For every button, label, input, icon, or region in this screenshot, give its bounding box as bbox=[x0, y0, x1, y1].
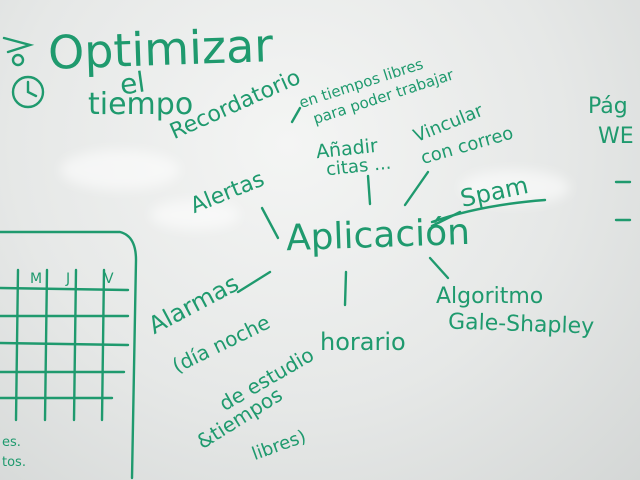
center-node-aplicacion: Aplicación bbox=[285, 211, 471, 260]
connector-line bbox=[428, 256, 450, 280]
spam-underline bbox=[430, 198, 547, 224]
connector-line bbox=[236, 270, 272, 294]
branch-algoritmo: Algoritmo bbox=[436, 284, 544, 309]
title-optimizar: Optimizar bbox=[47, 18, 274, 80]
connector-line bbox=[366, 174, 372, 206]
branch-horario: horario bbox=[320, 328, 406, 356]
connector-line bbox=[290, 106, 302, 124]
fragment-left-1: es. bbox=[2, 435, 21, 450]
fragment-right-2: WE bbox=[598, 124, 634, 149]
connector-line bbox=[343, 270, 348, 307]
branch-gale-shapley: Gale-Shapley bbox=[447, 309, 595, 340]
fragment-left-2: tos. bbox=[2, 455, 26, 470]
clock-icon bbox=[11, 75, 45, 109]
calendar-grid bbox=[0, 230, 138, 480]
fragment-right-1: Pág bbox=[588, 94, 628, 119]
calendar-day-j: J bbox=[66, 271, 71, 287]
connector-line bbox=[260, 206, 280, 240]
calendar-day-v: V bbox=[104, 271, 114, 287]
light-glare bbox=[150, 200, 240, 230]
light-glare bbox=[60, 150, 180, 190]
light-glare bbox=[460, 170, 570, 205]
connector-line bbox=[403, 170, 430, 207]
calendar-day-m: M bbox=[30, 271, 43, 287]
title-tiempo: tiempo bbox=[88, 87, 194, 122]
arrow-icon bbox=[2, 36, 35, 67]
